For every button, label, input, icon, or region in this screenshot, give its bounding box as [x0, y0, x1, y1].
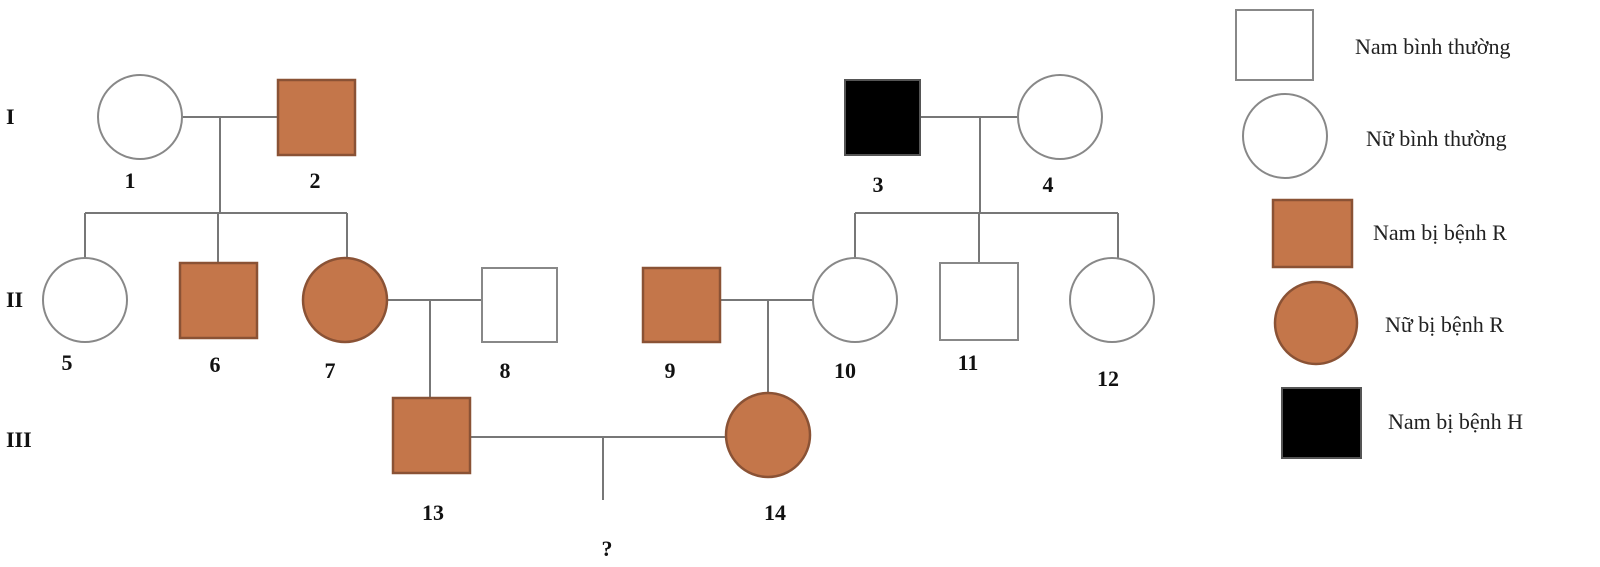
label-7: 7	[325, 358, 336, 383]
label-11: 11	[958, 350, 979, 375]
generation-label-III: III	[6, 427, 32, 452]
label-4: 4	[1043, 172, 1054, 197]
legend: Nam bình thường Nữ bình thường Nam bị bệ…	[1235, 9, 1523, 459]
individual-13-affected-R-male	[391, 396, 472, 475]
individual-1-normal-female	[97, 74, 183, 160]
label-unknown-child: ?	[602, 536, 613, 561]
legend-label-normal-female: Nữ bình thường	[1366, 126, 1507, 151]
label-6: 6	[210, 352, 221, 377]
legend-affected-R-male-symbol	[1271, 198, 1354, 269]
legend-normal-female-symbol	[1242, 93, 1328, 179]
individual-14-affected-R-female	[724, 391, 812, 479]
label-9: 9	[665, 358, 676, 383]
legend-affected-R-female-symbol	[1273, 280, 1359, 366]
legend-label-affected-R-male: Nam bị bệnh R	[1373, 220, 1507, 245]
individual-11-normal-male	[939, 262, 1019, 341]
legend-label-normal-male: Nam bình thường	[1355, 34, 1511, 59]
generation-label-I: I	[6, 104, 15, 129]
label-1: 1	[125, 168, 136, 193]
individual-3-affected-H-male	[844, 79, 921, 156]
individual-12-normal-female	[1069, 257, 1155, 343]
individual-7-affected-R-female	[301, 256, 389, 344]
individual-10-normal-female	[812, 257, 898, 343]
individual-4-normal-female	[1017, 74, 1103, 160]
generation-label-II: II	[6, 287, 23, 312]
label-10: 10	[834, 358, 856, 383]
label-12: 12	[1097, 366, 1119, 391]
label-8: 8	[500, 358, 511, 383]
individual-8-normal-male	[481, 267, 558, 343]
legend-normal-male-symbol	[1235, 9, 1314, 81]
label-3: 3	[873, 172, 884, 197]
individual-2-affected-R-male	[276, 78, 357, 157]
individual-9-affected-R-male	[641, 266, 722, 344]
individual-6-affected-R-male	[178, 261, 259, 340]
individual-5-normal-female	[42, 257, 128, 343]
label-2: 2	[310, 168, 321, 193]
label-5: 5	[62, 350, 73, 375]
legend-affected-H-male-symbol	[1281, 387, 1362, 459]
label-14: 14	[764, 500, 786, 525]
label-13: 13	[422, 500, 444, 525]
legend-label-affected-H-male: Nam bị bệnh H	[1388, 409, 1523, 434]
legend-label-affected-R-female: Nữ bị bệnh R	[1385, 312, 1504, 337]
